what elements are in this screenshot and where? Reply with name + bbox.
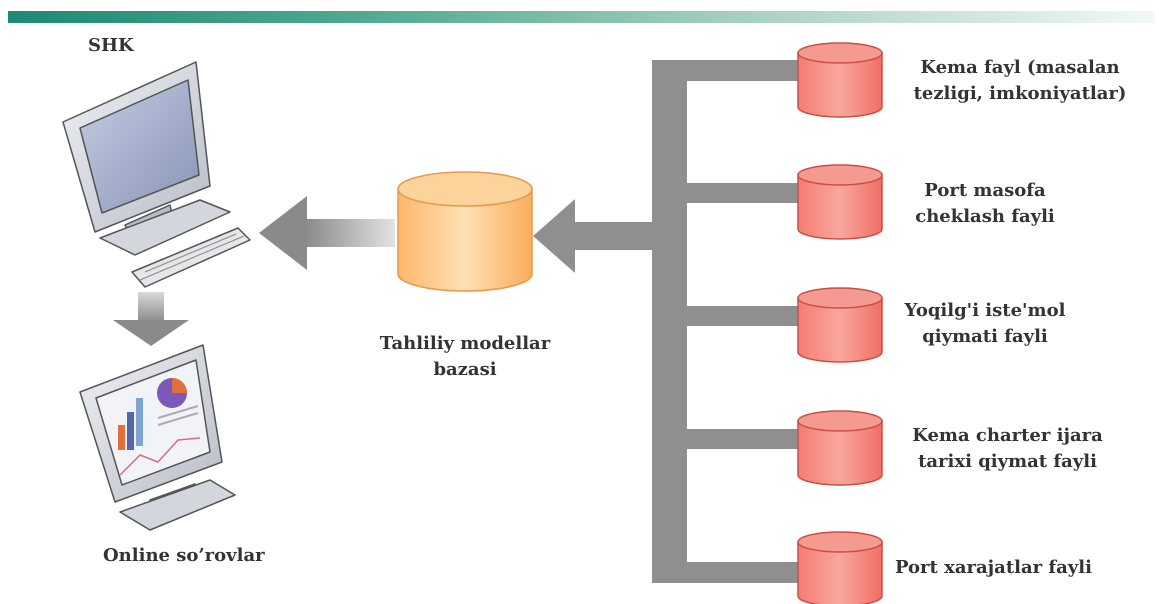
file-label-1: Kema fayl (masalan tezligi, imkoniyatlar… [913, 57, 1127, 104]
file-database-icon-1 [797, 42, 883, 118]
analytics-screen-icon [79, 344, 236, 531]
bus-connector [585, 60, 802, 583]
file-database-icon-3 [797, 287, 883, 363]
online-queries-label: Online so’rovlar [103, 545, 265, 566]
header-bar [8, 11, 1154, 23]
dss-label: SHK [88, 35, 134, 56]
file-database-icon-5 [797, 531, 883, 604]
arrow-down [113, 292, 189, 346]
file-database-icon-4 [797, 410, 883, 486]
model-base-database-icon [397, 171, 533, 292]
arrow-to-modelbase [533, 199, 660, 273]
file-label-3: Yoqilg'i iste'mol qiymati fayli [904, 300, 1066, 347]
model-base-label: Tahliliy modellar bazasi [379, 333, 551, 380]
file-label-2: Port masofa cheklash fayli [915, 180, 1055, 227]
arrow-to-computer [259, 196, 395, 270]
file-database-icon-2 [797, 164, 883, 240]
file-label-5: Port xarajatlar fayli [895, 557, 1092, 578]
file-label-4: Kema charter ijara tarixi qiymat fayli [912, 425, 1103, 472]
computer-icon [62, 61, 251, 288]
